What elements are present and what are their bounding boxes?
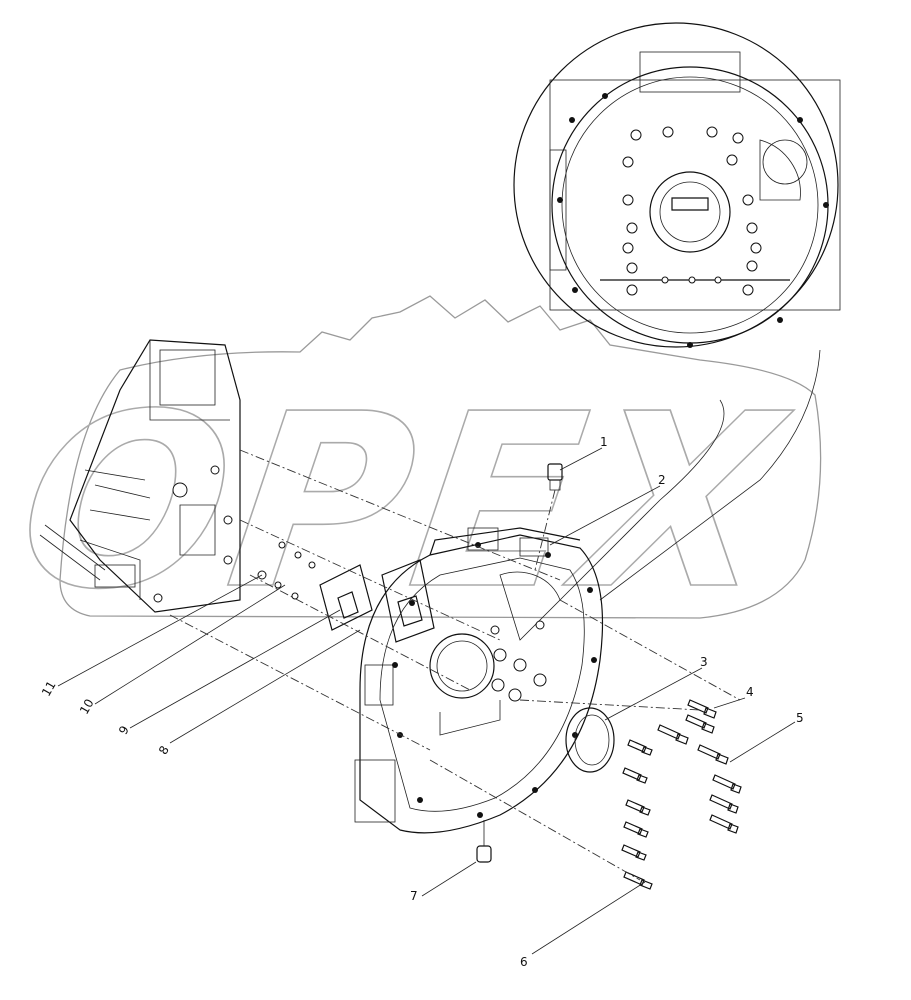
callout-4: 4 — [746, 685, 754, 699]
callout-7: 7 — [410, 889, 418, 903]
studs-and-washers — [257, 541, 316, 600]
drain-plug-item-7 — [476, 820, 492, 863]
inset-detail-view — [513, 22, 841, 601]
callout-10: 10 — [77, 696, 97, 716]
bolts-item-5 — [657, 724, 742, 834]
callout-leaders — [57, 447, 796, 955]
callout-5: 5 — [796, 711, 804, 725]
inset-bolt-holes — [557, 93, 829, 348]
gearbox-case — [39, 339, 241, 613]
bolts-item-4 — [685, 699, 717, 734]
callout-3: 3 — [700, 655, 708, 669]
oil-seal-item-3 — [565, 707, 615, 773]
flywheel-housing — [354, 527, 604, 834]
callout-2: 2 — [658, 473, 666, 487]
callout-6: 6 — [520, 955, 528, 969]
callout-1: 1 — [600, 435, 608, 449]
bolts-item-6 — [621, 739, 653, 890]
callout-9: 9 — [116, 723, 132, 737]
watermark-logo: OPEX — [4, 295, 822, 643]
callout-11: 11 — [39, 678, 59, 698]
callout-8: 8 — [156, 743, 172, 757]
assembly-center-lines — [169, 449, 741, 881]
